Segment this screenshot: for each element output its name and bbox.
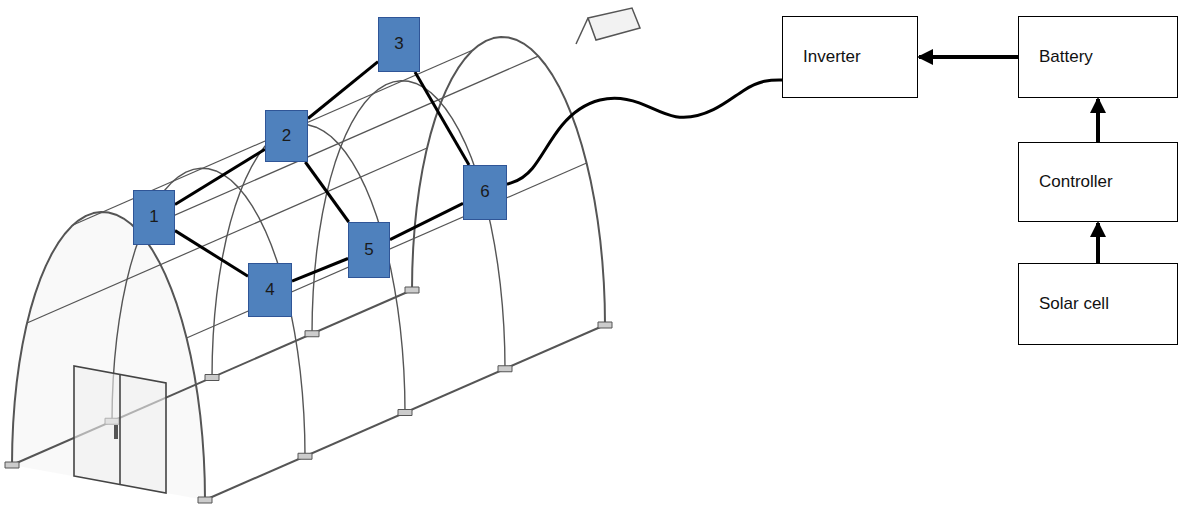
purlin: [187, 163, 587, 338]
base-plate: [5, 462, 19, 468]
purlin: [205, 325, 605, 500]
base-plate: [205, 375, 219, 381]
process-box: Solar cell: [1018, 263, 1178, 345]
base-plate: [598, 322, 612, 328]
roof-vent: [576, 8, 640, 44]
greenhouse-door: [74, 366, 166, 493]
box-label: Inverter: [783, 47, 871, 67]
panel-wire: [175, 231, 248, 277]
process-box: Battery: [1018, 16, 1178, 98]
process-box: Controller: [1018, 142, 1178, 222]
callout-number: 2: [282, 126, 291, 146]
box-label: Solar cell: [1019, 294, 1119, 314]
flow-arrow: [1096, 99, 1100, 142]
base-plate: [398, 410, 412, 416]
callout-number: 5: [364, 240, 373, 260]
panel-wire: [308, 62, 378, 119]
greenhouse-frame: [5, 37, 612, 503]
base-plate: [305, 331, 319, 337]
solar-panel-box: 4: [248, 263, 292, 317]
solar-panel-box: 3: [378, 17, 420, 72]
purlin: [27, 148, 427, 323]
arch-rib: [12, 212, 205, 500]
callout-number: 1: [149, 207, 158, 227]
purlin: [12, 290, 412, 465]
arch-rib: [412, 37, 605, 325]
purlin: [138, 56, 538, 231]
solar-panel-box: 2: [265, 110, 308, 162]
solar-panel-box: 1: [133, 190, 175, 245]
box-label: Controller: [1019, 172, 1123, 192]
solar-panel-box: 6: [463, 165, 507, 220]
arch-rib: [212, 124, 405, 412]
base-plate: [405, 287, 419, 293]
base-plate: [298, 453, 312, 459]
power-cable: [507, 80, 782, 184]
callout-number: 4: [265, 280, 274, 300]
box-label: Battery: [1019, 47, 1103, 67]
base-plate: [198, 497, 212, 503]
panel-wire: [305, 162, 348, 222]
solar-panel-box: 5: [348, 222, 390, 278]
process-box: Inverter: [782, 16, 918, 98]
base-plate: [498, 366, 512, 372]
flow-arrow: [919, 55, 1018, 59]
arch-rib: [312, 81, 505, 369]
panel-wire: [415, 72, 469, 165]
panel-wire: [292, 258, 348, 281]
flow-arrow: [1096, 223, 1100, 263]
panel-wire: [390, 203, 463, 239]
panel-wire: [175, 149, 265, 204]
callout-number: 6: [480, 182, 489, 202]
callout-number: 3: [394, 34, 403, 54]
